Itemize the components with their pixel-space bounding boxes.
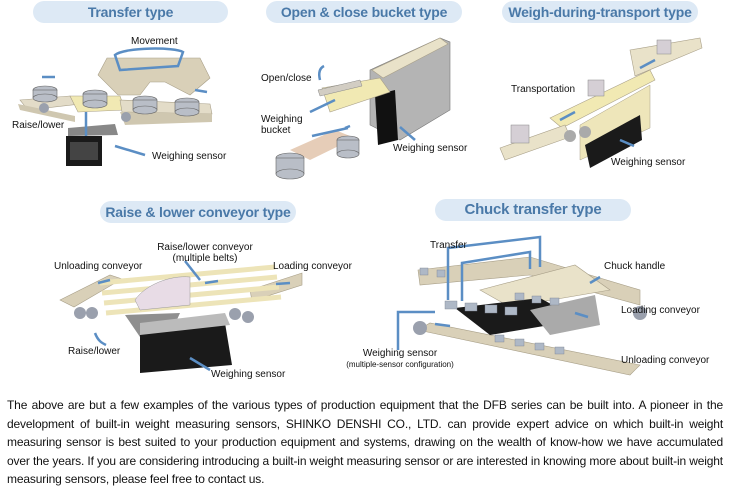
label-loading-conveyor: Loading conveyor: [621, 305, 700, 316]
label-weighing-bucket-line1: Weighing: [261, 114, 303, 125]
label-chuck-handle: Chuck handle: [604, 261, 666, 272]
panel-raise-lower-conveyor-type: Raise & lower conveyor type Raise/lower …: [40, 195, 352, 385]
raise-lower-conveyor-illustration: [59, 260, 303, 373]
label-rl-conveyor-line2: (multiple belts): [172, 253, 238, 264]
label-unloading-conveyor: Unloading conveyor: [54, 261, 143, 272]
panel-title: Open & close bucket type: [266, 1, 462, 23]
label-loading-conveyor: Loading conveyor: [273, 261, 352, 272]
panel-bucket-type: Open & close bucket type Open/close Weig…: [250, 0, 490, 185]
panel-transport-type: Weigh-during-transport type Transportati…: [490, 0, 730, 185]
label-weighing-sensor: Weighing sensor: [393, 143, 468, 154]
chuck-transfer-illustration: [396, 235, 647, 376]
panel-title: Weigh-during-transport type: [502, 1, 698, 23]
label-movement: Movement: [131, 36, 178, 47]
label-rl-conveyor-line1: Raise/lower conveyor: [157, 242, 253, 253]
panel-title: Transfer type: [33, 1, 228, 23]
label-sensor-note: (multiple-sensor configuration): [346, 360, 454, 369]
label-weighing-sensor: Weighing sensor: [211, 369, 286, 380]
label-raise-lower: Raise/lower: [68, 346, 121, 357]
label-weighing-sensor: Weighing sensor: [611, 157, 686, 168]
transfer-illustration: [18, 47, 213, 166]
panel-chuck-transfer-type: Chuck transfer type Transfer Chuck handl…: [340, 195, 730, 385]
bucket-illustration: [275, 37, 451, 180]
label-open-close: Open/close: [261, 73, 312, 84]
description-paragraph: The above are but a few examples of the …: [7, 398, 723, 486]
panel-title: Chuck transfer type: [435, 199, 631, 221]
transport-illustration: [499, 37, 703, 168]
label-weighing-sensor: Weighing sensor: [152, 151, 227, 162]
label-weighing-bucket-line2: bucket: [261, 125, 291, 136]
panel-transfer-type: Transfer type Movement Rais: [0, 0, 250, 185]
label-unloading-conveyor: Unloading conveyor: [621, 355, 710, 366]
label-transportation: Transportation: [511, 84, 576, 95]
label-raise-lower: Raise/lower: [12, 120, 65, 131]
panel-title: Raise & lower conveyor type: [100, 201, 296, 223]
label-weighing-sensor: Weighing sensor: [362, 348, 438, 359]
label-transfer: Transfer: [430, 240, 467, 251]
